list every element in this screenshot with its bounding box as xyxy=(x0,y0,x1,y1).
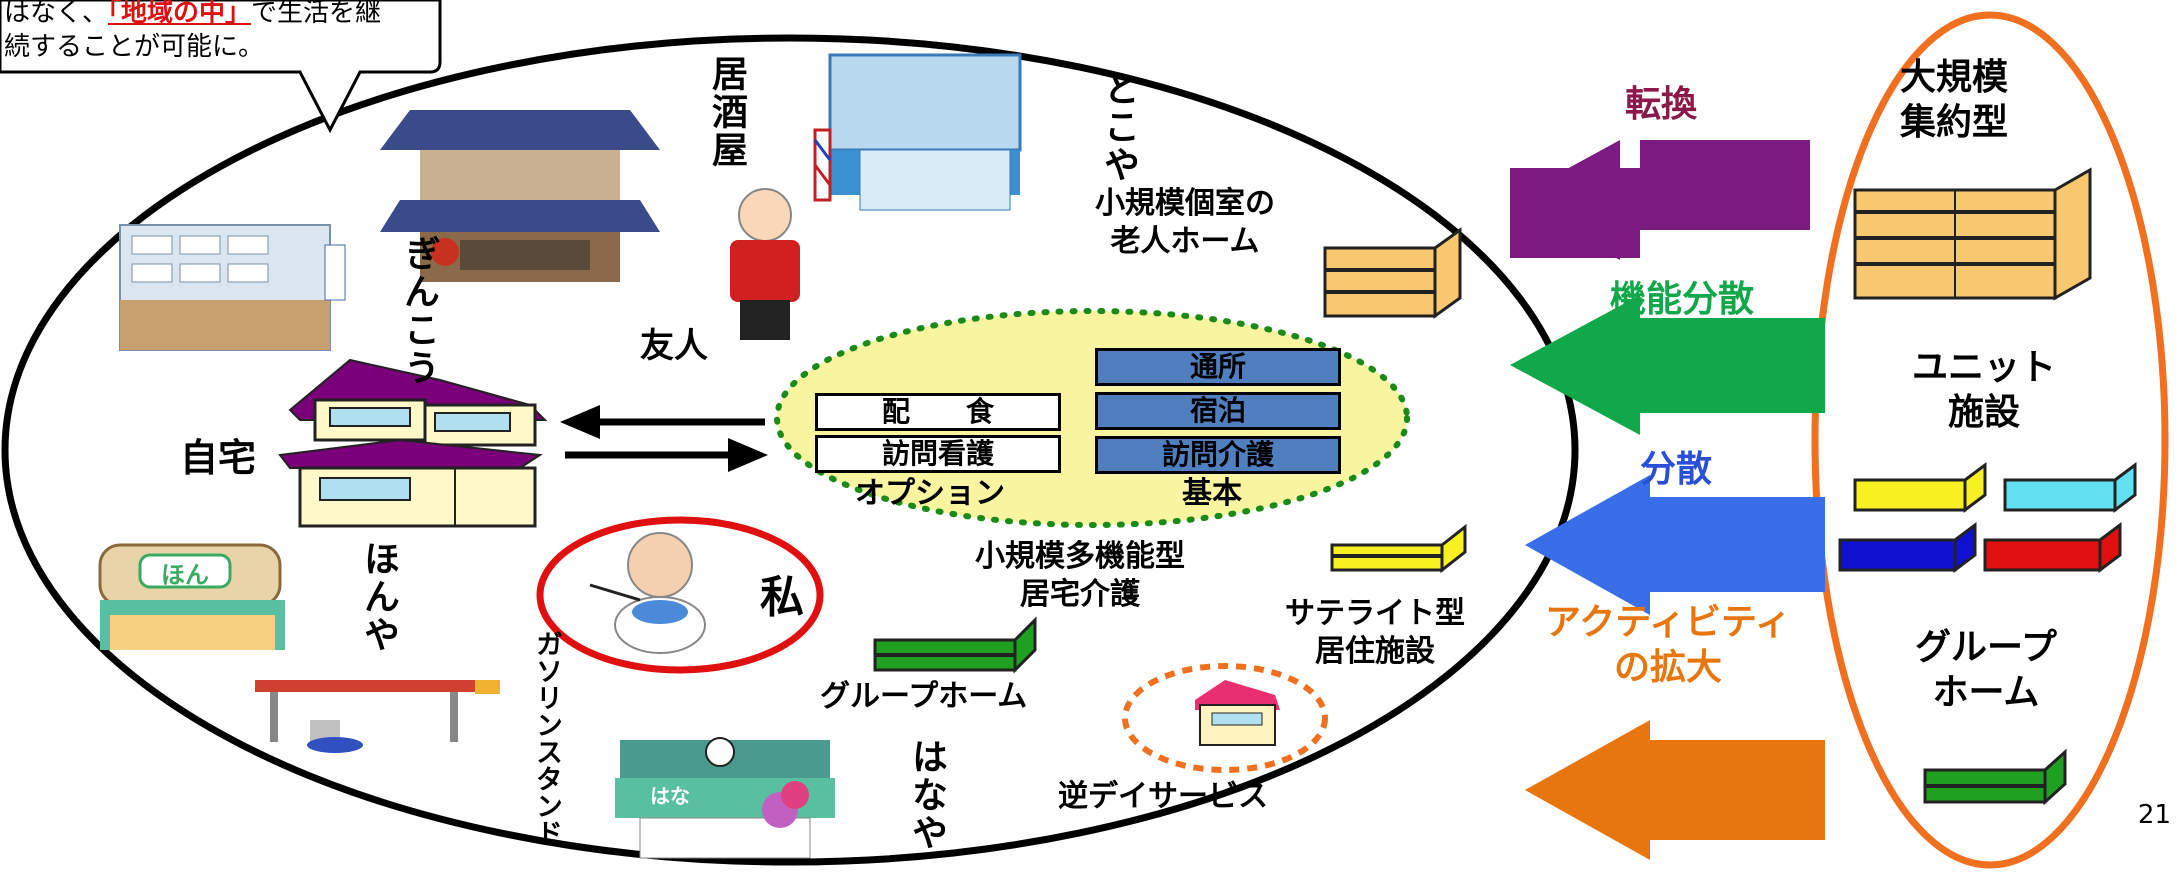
basic-item-stay: 宿泊 xyxy=(1095,392,1341,430)
barber-illustration xyxy=(813,53,1022,211)
hanaya-label: はなや xyxy=(906,738,947,852)
group-home-inner-label: グループホーム xyxy=(820,679,1028,714)
callout-text: はなく、「地域の中」で生活を継 続することが可能に。 xyxy=(4,0,381,64)
speech-callout xyxy=(0,0,442,134)
small-private-home-block xyxy=(1323,227,1462,319)
arrow-dispersion xyxy=(1525,475,1825,615)
home-illustration xyxy=(278,358,548,528)
facility-large-label: 大規模 集約型 xyxy=(1900,57,2009,143)
me-label: 私 xyxy=(760,572,804,623)
small-multifunction-label: 小規模多機能型 居宅介護 xyxy=(975,539,1185,612)
honya-sign: ほん xyxy=(161,561,209,589)
basic-item-day: 通所 xyxy=(1095,348,1341,386)
option-item-meal: 配 食 xyxy=(815,393,1061,431)
facility-group-label: グループ ホーム xyxy=(1915,627,2057,713)
honya-label: ほんや xyxy=(358,540,399,654)
izakaya-illustration xyxy=(380,110,660,282)
izakaya-label: 居酒屋 xyxy=(706,55,747,169)
callout-prefix: はなく、 xyxy=(4,0,109,28)
basic-item-visit: 訪問介護 xyxy=(1095,436,1341,474)
flowershop-illustration xyxy=(615,737,835,859)
group-home-inner-block xyxy=(873,616,1037,674)
satellite-label: サテライト型 居住施設 xyxy=(1285,596,1465,669)
ginkou-label: ぎんこう xyxy=(398,235,439,387)
home-label: 自宅 xyxy=(180,436,257,480)
community-ellipse xyxy=(1,34,1579,866)
callout-line2: 続することが可能に。 xyxy=(4,32,265,62)
page-number: 21 xyxy=(2137,800,2171,830)
bank-illustration xyxy=(119,224,346,351)
small-private-home-label: 小規模個室の 老人ホーム xyxy=(1095,186,1275,259)
tokoya-label: とこや xyxy=(1098,70,1139,184)
callout-highlight: 「地域の中」 xyxy=(108,0,252,28)
arrow-function-dispersion xyxy=(1510,295,1825,435)
reverse-day-label: 逆デイサービス xyxy=(1058,779,1268,814)
arrow-label-function-dispersion: 機能分散 xyxy=(1610,279,1755,320)
bookstore-illustration xyxy=(98,543,285,650)
arrow-label-conversion: 転換 xyxy=(1625,84,1698,125)
satellite-block xyxy=(1330,523,1467,574)
small-house-illustration xyxy=(1195,680,1280,746)
basic-label: 基本 xyxy=(1182,476,1242,511)
arrow-label-dispersion: 分散 xyxy=(1640,449,1713,490)
option-item-nursing: 訪問看護 xyxy=(815,435,1061,473)
group-home-facility-block xyxy=(1923,748,2067,806)
unit-facility-blocks xyxy=(1838,462,2137,573)
reverse-day-ring xyxy=(1122,663,1328,773)
gas-station-illustration xyxy=(255,680,500,753)
large-facility-block xyxy=(1853,167,2092,301)
gas-stand-label: ガソリンスタンド xyxy=(531,630,562,846)
option-label: オプション xyxy=(855,476,1005,511)
arrow-label-activity: アクティビティ の拡大 xyxy=(1545,602,1791,688)
two-way-arrows xyxy=(560,405,768,472)
me-illustration xyxy=(589,532,706,654)
facility-ellipse xyxy=(1811,11,2169,869)
friend-label: 友人 xyxy=(640,326,708,366)
me-circle xyxy=(536,516,824,674)
facility-unit-label: ユニット 施設 xyxy=(1912,347,2057,433)
friend-illustration xyxy=(730,188,800,340)
arrow-conversion xyxy=(1510,140,1810,260)
arrow-activity-expansion xyxy=(1525,720,1825,860)
callout-suffix: で生活を継 xyxy=(251,0,382,28)
hanaya-sign: はな xyxy=(650,784,690,808)
